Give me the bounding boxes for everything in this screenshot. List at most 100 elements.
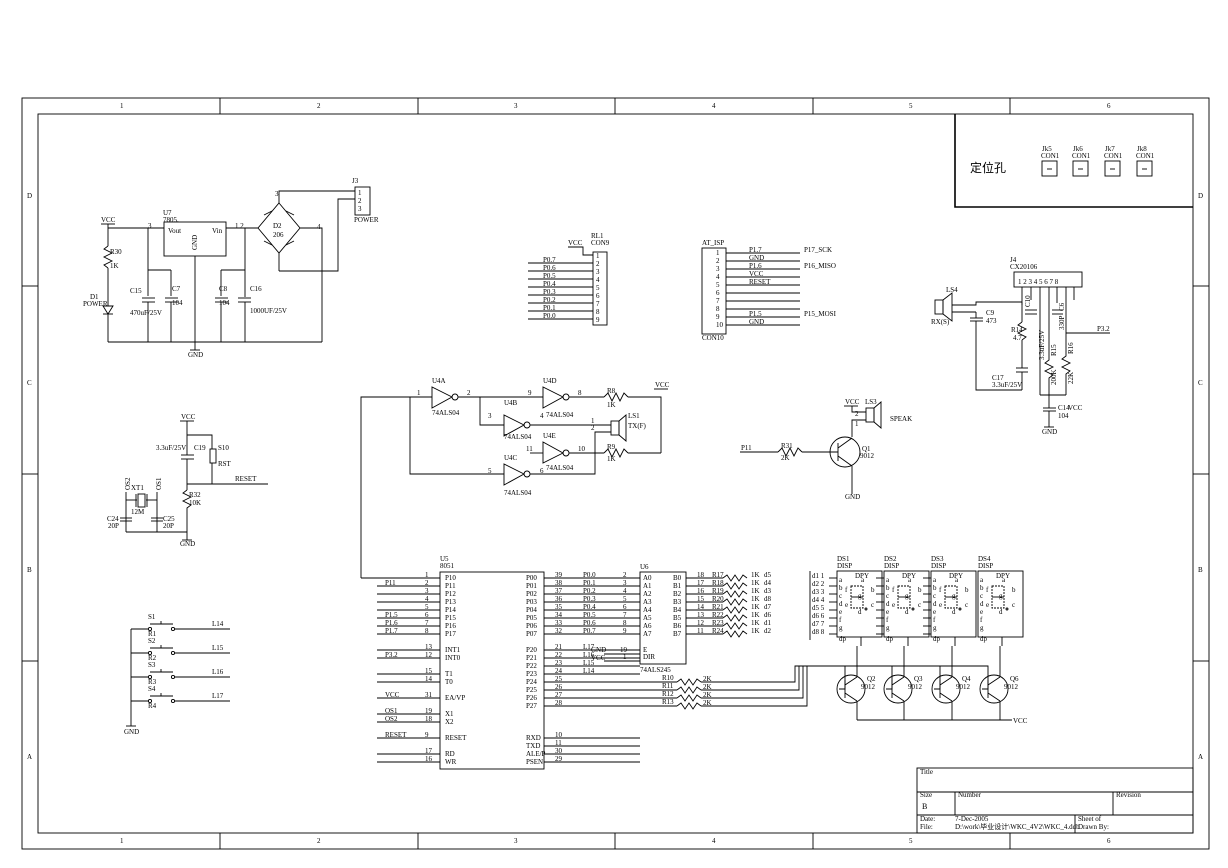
segment-letter: d [839, 600, 843, 608]
buffer-pin-number: 9 [623, 627, 627, 635]
segment-letter: a [908, 576, 912, 584]
driver-transistor-ref: Q6 [1010, 675, 1019, 683]
wire [836, 674, 866, 704]
mcu-pin-number: 15 [425, 667, 433, 675]
label: 3 [488, 412, 492, 420]
buffer-pin-number: 4 [623, 587, 627, 595]
label: U4B [504, 399, 518, 407]
label: 12M [131, 508, 145, 516]
segment-letter: a [933, 576, 937, 584]
segment-net: d2 [764, 627, 772, 635]
wire [975, 321, 1022, 391]
wire [279, 198, 355, 272]
mcu-pin-net: P3.2 [385, 651, 398, 659]
segment-letter: c [965, 601, 968, 609]
mcu-pin-number: 4 [425, 595, 429, 603]
power-supply: J3 POWER 123 D2 206 34 U7 7805. Vout Vin… [83, 177, 379, 359]
mcu-pin-name: RESET [445, 734, 467, 742]
mcu-pin-name: P12 [445, 590, 456, 598]
label: 7-Dec-2005 [955, 815, 989, 823]
mcu-pin-net: P0.6 [583, 619, 596, 627]
label: 1K [607, 401, 616, 409]
display-type: DISP [978, 562, 993, 570]
buffer-pin-number: 18 [697, 571, 705, 579]
label: 1K [607, 455, 616, 463]
label: Sheet of [1078, 815, 1102, 823]
key-ref: S2 [148, 637, 156, 645]
driver-resistor-ref: R10 [662, 674, 674, 682]
wire [977, 570, 1024, 638]
driver-transistor-part: 9012 [956, 683, 971, 691]
mcu-pin-number: 25 [555, 675, 563, 683]
wire [891, 692, 905, 702]
segment-letter: b [918, 586, 922, 594]
mcu-pin-number: 39 [555, 571, 563, 579]
label: 11 [526, 445, 533, 453]
label: C19 [194, 444, 206, 452]
wire [958, 607, 962, 611]
label: 1000UF/25V [250, 307, 287, 315]
segment-letter: dp [839, 635, 847, 643]
label: VCC [591, 654, 606, 662]
mcu-pin-name: P11 [445, 582, 456, 590]
wire [170, 626, 176, 632]
segment-resistor-ref: R21 [712, 603, 724, 611]
label: GND [591, 646, 606, 654]
mcu-pin-number: 26 [555, 683, 563, 691]
mcu-pin-number: 29 [555, 755, 563, 763]
wire [701, 247, 727, 335]
segment-letter: d [886, 600, 890, 608]
wire [1043, 320, 1055, 395]
label: 1K [110, 262, 119, 270]
segment-letter: a [980, 576, 984, 584]
mcu-pin-name: P02 [526, 590, 537, 598]
buffer-pin-name: B1 [673, 582, 682, 590]
isp-pin-number: 6 [716, 289, 720, 297]
label: Jk6 [1073, 145, 1083, 153]
isp-pin-net: RESET [749, 278, 771, 286]
driver-resistor-value: 2K [703, 675, 712, 683]
mcu-pin-name: TXD [526, 742, 540, 750]
mcu-pin-net: P0.4 [583, 603, 596, 611]
label: P0.0 [543, 312, 556, 320]
label: CON1 [1136, 152, 1155, 160]
wire [865, 407, 875, 423]
label: GND [191, 235, 199, 250]
segment-letter: a [839, 576, 843, 584]
label: Jk7 [1105, 145, 1115, 153]
u4a-gate [431, 386, 453, 409]
buffer-pin-number: 3 [623, 579, 627, 587]
col-label-bottom: 6 [1107, 837, 1111, 845]
mcu-pin-name: P20 [526, 646, 537, 654]
segment-net: d8 [764, 595, 772, 603]
resistor-symbol [676, 694, 702, 702]
key-gnd: GND [124, 728, 139, 736]
segment-letter: a [955, 576, 959, 584]
segment-letter: b [871, 586, 875, 594]
label: Drawn By: [1078, 823, 1109, 831]
label: 1 [358, 189, 362, 197]
wire [187, 434, 213, 449]
mcu-pin-name: P03 [526, 598, 537, 606]
wire [939, 692, 953, 702]
segment-letter: e [839, 608, 842, 616]
buffer-pin-name: B6 [673, 622, 682, 630]
segment-net-label: d5 5 [812, 604, 825, 612]
label: VCC [845, 398, 860, 406]
label: VCC [181, 413, 196, 421]
mcu-pin-net: L17 [583, 643, 595, 651]
wire [844, 692, 858, 702]
segment-net-label: d6 6 [812, 612, 825, 620]
segment-letter: f [980, 616, 983, 624]
label: C16 [250, 285, 262, 293]
wire [263, 240, 273, 246]
mcu-pin-name: P26 [526, 694, 537, 702]
